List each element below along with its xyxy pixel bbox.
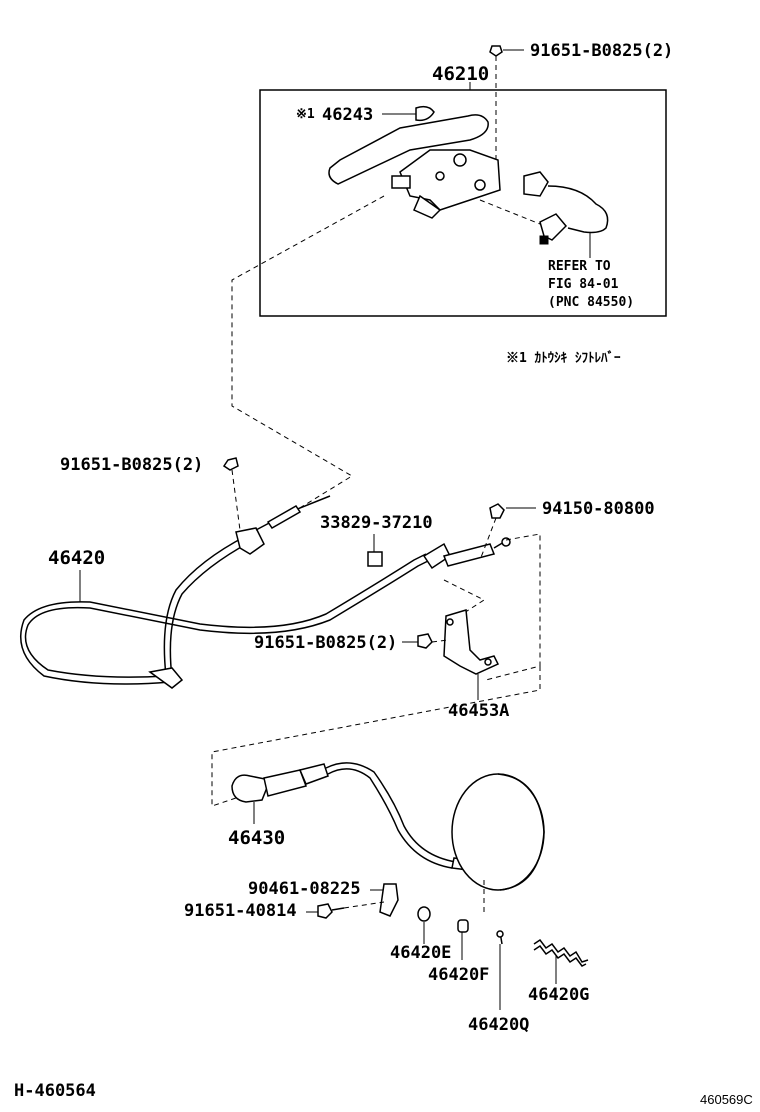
nut-right-icon [489,503,505,519]
part-q-icon [496,930,504,945]
cable-clip-icon [367,551,383,567]
label-front-cable: 46420 [48,547,105,569]
bracket-icon [443,609,500,675]
label-bolt-left: 91651-B0825(2) [60,455,203,475]
lever-grip-cap-icon [415,105,435,122]
rear-clip-icon [379,883,399,917]
note-text: ※1 ｶﾄｳｼｷ ｼﾌﾄﾚﾊﾞｰ [506,350,621,366]
label-lever-grip: 46243 [322,105,373,125]
image-code: 460569C [700,1092,753,1107]
label-clip: 33829-37210 [320,513,433,533]
lever-assembly-box [259,89,667,317]
label-rear-cable: 46430 [228,827,285,849]
label-nut-right: 94150-80800 [542,499,655,519]
figure-code: H-460564 [14,1081,96,1101]
bolt-top-icon [489,45,503,57]
brake-switch-icon [523,171,609,245]
label-bracket: 46453A [448,701,509,721]
label-part-g: 46420G [528,985,589,1005]
label-part-q: 46420Q [468,1015,529,1035]
part-e-icon [417,906,431,922]
label-bolt-top: 91651-B0825(2) [530,41,673,61]
parking-brake-lever-icon [328,114,501,219]
label-clip-rear: 90461-08225 [248,879,361,899]
label-lever-assy: 46210 [432,63,489,85]
bolt-mid-icon [417,633,433,649]
bolt-left-icon [222,457,239,471]
label-bolt-mid: 91651-B0825(2) [254,633,397,653]
front-cable-icon [20,495,511,689]
refer-line-2: FIG 84-01 [548,277,619,292]
label-bolt-rear: 91651-40814 [184,901,297,921]
spring-icon [533,938,589,967]
brake-drum-icon [451,773,545,891]
refer-line-3: (PNC 84550) [548,295,634,310]
label-lever-grip-mark: ※1 [296,107,315,122]
label-part-f: 46420F [428,965,489,985]
part-f-icon [457,919,469,933]
bolt-rear-icon [317,903,345,919]
refer-line-1: REFER TO [548,259,611,274]
label-part-e: 46420E [390,943,451,963]
